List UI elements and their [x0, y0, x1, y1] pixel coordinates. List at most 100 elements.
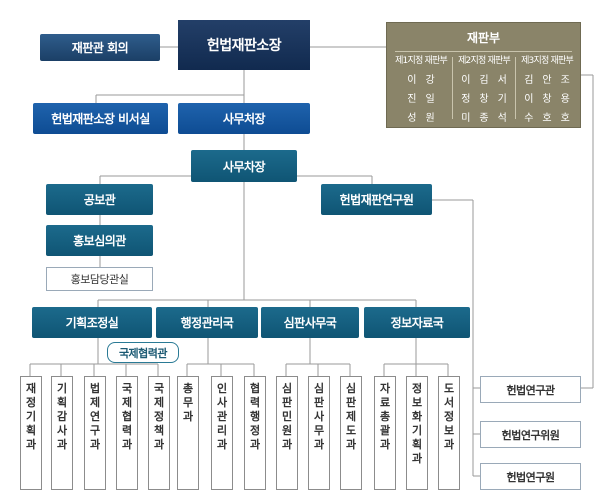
section-char: 자: [379, 382, 391, 395]
section-char: 보: [411, 396, 423, 409]
judge-name-char: 창: [479, 94, 489, 105]
section-char: 과: [182, 410, 194, 423]
section-char: 료: [379, 396, 391, 409]
dept-admin-box: 행정관리국: [156, 307, 258, 338]
section-char: 과: [56, 438, 68, 451]
section-char: 행: [249, 410, 261, 423]
judge-name-char: 일: [425, 94, 435, 105]
section-char: 리: [216, 424, 228, 437]
judge-name-char: 강: [425, 75, 435, 86]
dept-trial-box: 심판사무국: [261, 307, 359, 338]
judge-name-char: 미: [461, 113, 471, 124]
judge-name-char: 종: [479, 113, 489, 124]
section-char: 과: [281, 438, 293, 451]
section-char: 무: [182, 396, 194, 409]
judge-name-char: 기: [497, 94, 507, 105]
judge-name-char: 조: [560, 75, 570, 86]
section-char: 판: [281, 396, 293, 409]
dept-planning-box: 기획조정실: [32, 307, 152, 338]
section-char: 정: [25, 396, 37, 409]
section-char: 제: [153, 396, 165, 409]
secretariat-box: 헌법재판소장 비서실: [33, 103, 168, 134]
pr-officer-box: 공보관: [46, 184, 153, 215]
section-char: 정: [249, 424, 261, 437]
bench-label: 제3지정 재판부: [521, 56, 574, 66]
section-char: 민: [281, 410, 293, 423]
section-char: 과: [25, 438, 37, 451]
judge-name-char: 이: [461, 75, 471, 86]
section-char: 과: [89, 438, 101, 451]
dept-info-box: 정보자료국: [364, 307, 470, 338]
section-char: 과: [249, 438, 261, 451]
judiciary-divider: [395, 51, 572, 52]
section-char: 사: [313, 410, 325, 423]
section-char: 구: [89, 424, 101, 437]
section-char: 총: [379, 410, 391, 423]
judge-name-char: 서: [497, 75, 507, 86]
section-char: 과: [313, 438, 325, 451]
section-char: 감: [56, 410, 68, 423]
section-char: 획: [411, 438, 423, 451]
judge-name-char: 정: [461, 94, 471, 105]
judge-name-char: 용: [560, 94, 570, 105]
judge-name-char: 진: [407, 94, 417, 105]
section-char: 원: [281, 424, 293, 437]
section-char: 획: [56, 396, 68, 409]
judge-name-char: 김: [524, 75, 534, 86]
bench-separator: [515, 57, 516, 119]
judge-name-char: 호: [560, 113, 570, 124]
section-char: 도: [345, 424, 357, 437]
bench-label: 제1지정 재판부: [395, 56, 448, 66]
section-char: 제: [89, 396, 101, 409]
section-char: 보: [443, 424, 455, 437]
section-char: 제: [121, 396, 133, 409]
judge-name-char: 안: [542, 75, 552, 86]
section-char: 과: [153, 438, 165, 451]
judge-name-char: 석: [497, 113, 507, 124]
section-char: 기: [411, 424, 423, 437]
judge-name-char: 호: [542, 113, 552, 124]
section-char: 력: [249, 396, 261, 409]
secretary-general-box: 사무처장: [178, 103, 310, 134]
section-char: 무: [313, 424, 325, 437]
judge-name-char: 이: [524, 94, 534, 105]
section-char: 인: [216, 382, 228, 395]
section-char: 총: [182, 382, 194, 395]
section-char: 연: [89, 410, 101, 423]
judge-name-char: 수: [524, 113, 534, 124]
section-char: 과: [443, 438, 455, 451]
judge-name-char: 창: [542, 94, 552, 105]
section-char: 법: [89, 382, 101, 395]
section-char: 과: [345, 438, 357, 451]
section-char: 판: [345, 396, 357, 409]
section-char: 판: [313, 396, 325, 409]
section-char: 정: [153, 410, 165, 423]
section-char: 괄: [379, 424, 391, 437]
pr-advisor-box: 홍보심의관: [46, 225, 153, 256]
section-char: 심: [281, 382, 293, 395]
section-char: 과: [411, 452, 423, 465]
